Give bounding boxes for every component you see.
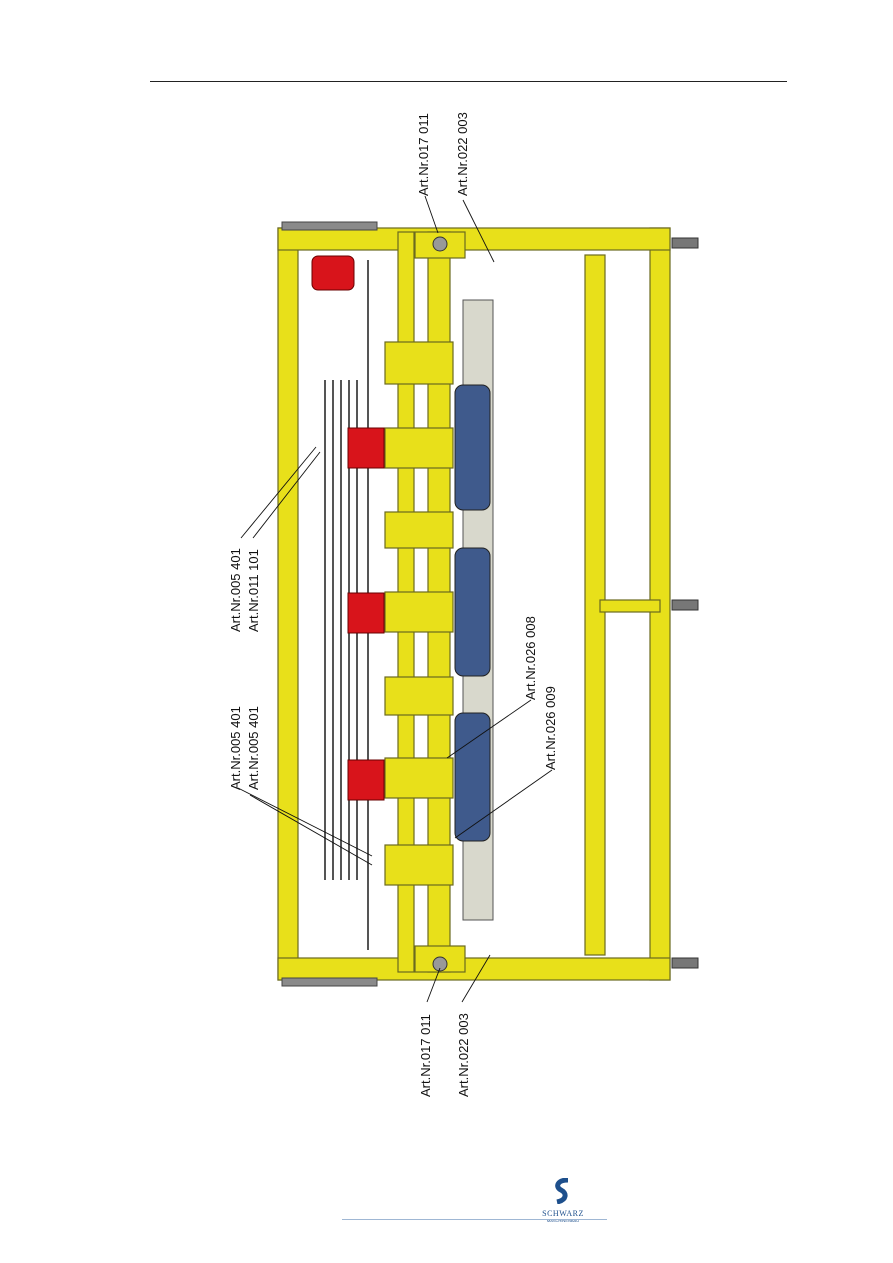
label-mid-011: Art.Nr.011 101 — [246, 549, 261, 632]
logo-sub: MASCHINENBAU — [546, 1218, 580, 1223]
label-mid-005: Art.Nr.005 401 — [228, 548, 243, 632]
label-026-009: Art.Nr.026 009 — [543, 686, 558, 770]
label-bottom-017: Art.Nr.017 011 — [418, 1014, 433, 1097]
hubs — [432, 236, 448, 972]
label-bottom-022: Art.Nr.022 003 — [456, 1013, 471, 1097]
outer-frame — [277, 227, 671, 981]
schwarz-logo: SCHWARZ MASCHINENBAU — [528, 1177, 598, 1226]
discs — [454, 384, 491, 842]
block-plates — [384, 341, 454, 886]
label-top-022: Art.Nr.022 003 — [455, 112, 470, 196]
label-left-005-b: Art.Nr.005 401 — [246, 706, 261, 790]
s-logo-icon — [555, 1177, 569, 1205]
red-motors — [311, 255, 385, 801]
footer-rule — [342, 1219, 607, 1220]
label-top-017: Art.Nr.017 011 — [416, 113, 431, 196]
header-rule — [150, 81, 787, 82]
logo-name: SCHWARZ — [542, 1209, 584, 1218]
leader-lines — [237, 195, 553, 1003]
bottom-plate — [281, 977, 378, 987]
label-left-005-a: Art.Nr.005 401 — [228, 706, 243, 790]
label-026-008: Art.Nr.026 008 — [523, 616, 538, 700]
top-plate — [281, 221, 378, 231]
feet — [671, 237, 699, 969]
